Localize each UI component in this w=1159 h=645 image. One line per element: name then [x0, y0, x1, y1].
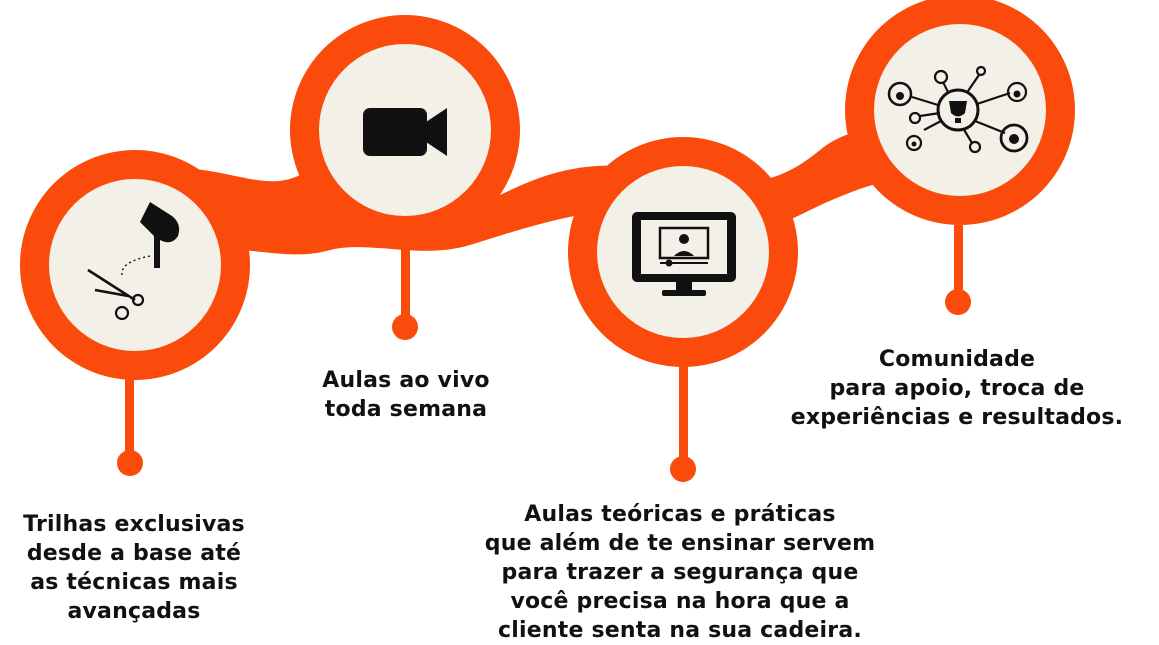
- step-1-node: [20, 150, 250, 380]
- step-4-caption: Comunidade para apoio, troca de experiên…: [757, 345, 1157, 432]
- step-4-line-3: experiências e resultados.: [790, 405, 1124, 430]
- step-3-line-1: Aulas teóricas e práticas: [524, 502, 836, 527]
- step-2-caption: Aulas ao vivo toda semana: [300, 366, 512, 424]
- step-4-line-2: para apoio, troca de: [829, 376, 1085, 401]
- step-1-line-2: desde a base até: [26, 541, 242, 566]
- monitor-video-class-icon: [632, 212, 736, 296]
- timeline-connector: [150, 127, 960, 255]
- step-2-line-1: Aulas ao vivo: [322, 368, 490, 393]
- step-1-line-4: avançadas: [67, 599, 201, 624]
- step-3-dot: [670, 456, 696, 482]
- step-1-dot: [117, 450, 143, 476]
- step-1-stem: [125, 360, 134, 460]
- step-2-dot: [392, 314, 418, 340]
- step-3-line-2: que além de te ensinar servem: [484, 531, 876, 556]
- step-2-stem: [401, 230, 410, 325]
- video-camera-icon: [363, 108, 447, 156]
- step-3-line-4: você precisa na hora que a: [510, 589, 850, 614]
- step-4-dot: [945, 289, 971, 315]
- step-1-line-1: Trilhas exclusivas: [23, 512, 245, 537]
- step-1-caption: Trilhas exclusivas desde a base até as t…: [0, 510, 268, 626]
- step-3-line-5: cliente senta na sua cadeira.: [498, 618, 862, 643]
- hair-dryer-scissors-icon: [87, 202, 180, 321]
- step-3-caption: Aulas teóricas e práticas que além de te…: [430, 500, 930, 645]
- step-4-line-1: Comunidade: [878, 347, 1036, 372]
- step-2-line-2: toda semana: [324, 397, 488, 422]
- step-1-line-3: as técnicas mais: [30, 570, 238, 595]
- step-4-stem: [954, 225, 963, 300]
- step-3-stem: [679, 360, 688, 465]
- community-network-trophy-icon: [887, 65, 1029, 154]
- step-3-line-3: para trazer a segurança que: [501, 560, 859, 585]
